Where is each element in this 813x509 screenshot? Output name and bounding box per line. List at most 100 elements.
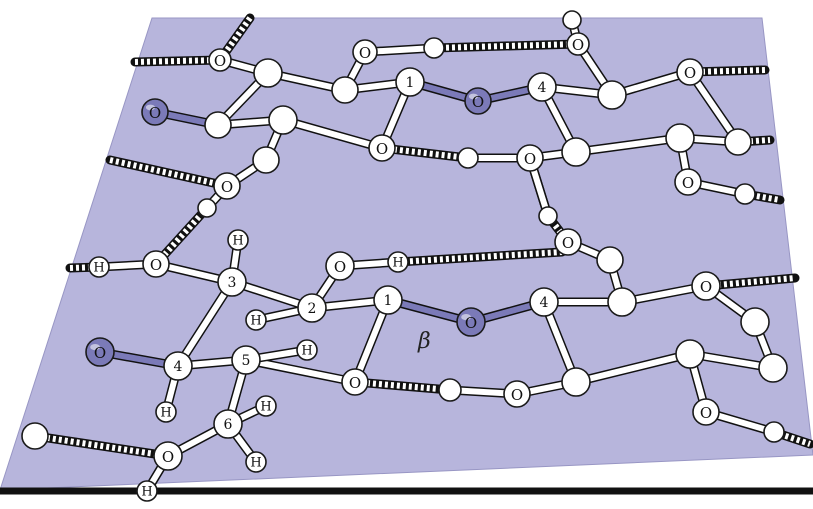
hydrogen-bond [429, 39, 583, 53]
carbon-atom [561, 137, 591, 167]
covalent-bond [685, 67, 743, 147]
oxygen-atom-label: O [349, 374, 361, 392]
hydrogen-atom-label: H [260, 400, 271, 415]
carbon-atom [561, 367, 591, 397]
glycosidic-oxygen-atom: O [85, 337, 115, 367]
covalent-bond [571, 133, 685, 157]
oxygen-atom: O [566, 32, 590, 56]
hydrogen-bond [30, 431, 173, 461]
carbon-atom-numbered: 4 [163, 351, 193, 381]
oxygen-atom: O [692, 398, 720, 426]
carbon-atom-numbered-label: 4 [174, 359, 183, 375]
hydrogen-bond [701, 273, 800, 291]
carbon-atom-numbered: 3 [217, 267, 247, 297]
hydrogen-atom: H [88, 256, 110, 278]
carbon-atom [204, 111, 232, 139]
hydrogen-atom: H [227, 229, 249, 251]
oxygen-atom-label: O [524, 150, 536, 168]
hydrogen-atom-label: H [141, 485, 152, 500]
oxygen-atom-label: O [562, 234, 574, 252]
oxygen-atom: O [208, 48, 232, 72]
oxygen-atom-label: O [700, 404, 712, 422]
oxygen-atom: O [352, 39, 378, 65]
carbon-atom [457, 147, 479, 169]
oxygen-atom-label: O [572, 36, 584, 54]
carbon-atom [607, 287, 637, 317]
oxygen-atom: O [153, 441, 183, 471]
carbon-atom [734, 183, 756, 205]
oxygen-atom-label: O [162, 448, 174, 466]
carbon-atom [197, 198, 217, 218]
carbon-atom-numbered: 4 [529, 287, 559, 317]
carbon-atom [596, 246, 624, 274]
hydrogen-atom: H [245, 451, 267, 473]
carbon-atom [758, 353, 788, 383]
carbon-atom-numbered-label: 2 [308, 301, 317, 317]
hydrogen-atom-label: H [301, 344, 312, 359]
beta-linkage-label: β [417, 329, 431, 354]
carbon-atom-numbered-label: 1 [384, 293, 393, 309]
hydrogen-atom: H [255, 395, 277, 417]
oxygen-atom: O [503, 380, 531, 408]
oxygen-atom-label: O [511, 386, 523, 404]
carbon-atom [423, 37, 445, 59]
carbon-atom [740, 307, 770, 337]
carbon-atom-numbered-label: 3 [228, 275, 237, 291]
carbon-atom [331, 76, 359, 104]
carbon-atom-numbered-label: 4 [540, 295, 549, 311]
carbon-atom-numbered: 6 [213, 409, 243, 439]
carbon-atom [252, 146, 280, 174]
covalent-bond [571, 349, 695, 387]
oxygen-atom: O [368, 134, 396, 162]
carbon-atom [665, 123, 695, 153]
oxygen-atom-label: O [359, 44, 371, 62]
glycosidic-oxygen-atom-label: O [472, 93, 484, 111]
carbon-atom [562, 10, 582, 30]
hydrogen-atom-label: H [392, 256, 403, 271]
hydrogen-atom: H [245, 309, 267, 331]
carbon-atom-numbered: 5 [231, 345, 261, 375]
hydrogen-atom: H [136, 480, 158, 502]
glycosidic-oxygen-atom-label: O [94, 344, 106, 362]
glycosidic-oxygen-atom-label: O [149, 104, 161, 122]
oxygen-atom-label: O [376, 140, 388, 158]
carbon-atom-numbered: 4 [527, 72, 557, 102]
carbon-atom [253, 58, 283, 88]
carbon-atom [724, 128, 752, 156]
glycosidic-oxygen-atom-label: O [465, 314, 477, 332]
oxygen-atom-label: O [150, 256, 162, 274]
hydrogen-bond [105, 155, 232, 191]
oxygen-atom-label: O [682, 174, 694, 192]
oxygen-atom: O [691, 271, 721, 301]
carbon-atom-numbered-label: 5 [242, 353, 251, 369]
carbon-atom [268, 105, 298, 135]
oxygen-atom: O [142, 250, 170, 278]
oxygen-atom-label: O [684, 64, 696, 82]
hydrogen-bond [130, 55, 225, 67]
hydrogen-atom: H [296, 339, 318, 361]
oxygen-atom: O [674, 168, 702, 196]
hydrogen-atom: H [387, 251, 409, 273]
carbon-atom-numbered-label: 4 [538, 80, 547, 96]
oxygen-atom: O [554, 228, 582, 256]
oxygen-atom-label: O [700, 278, 712, 296]
carbon-atom [21, 422, 49, 450]
hydrogen-atom: H [155, 401, 177, 423]
carbon-atom [438, 378, 462, 402]
carbon-atom-numbered: 2 [297, 293, 327, 323]
carbon-atom-numbered: 1 [395, 67, 425, 97]
carbon-atom-numbered: 1 [373, 285, 403, 315]
covalent-bond [173, 277, 237, 371]
oxygen-atom-label: O [214, 52, 226, 70]
hydrogen-bond [350, 377, 455, 395]
hydrogen-atom-label: H [250, 314, 261, 329]
carbon-atom [763, 421, 785, 443]
oxygen-atom: O [325, 251, 355, 281]
carbon-atom-numbered-label: 6 [224, 417, 233, 433]
oxygen-atom: O [341, 368, 369, 396]
glycosidic-oxygen-atom: O [464, 87, 492, 115]
hydrogen-atom-label: H [250, 456, 261, 471]
carbon-atom-numbered-label: 1 [406, 75, 415, 91]
